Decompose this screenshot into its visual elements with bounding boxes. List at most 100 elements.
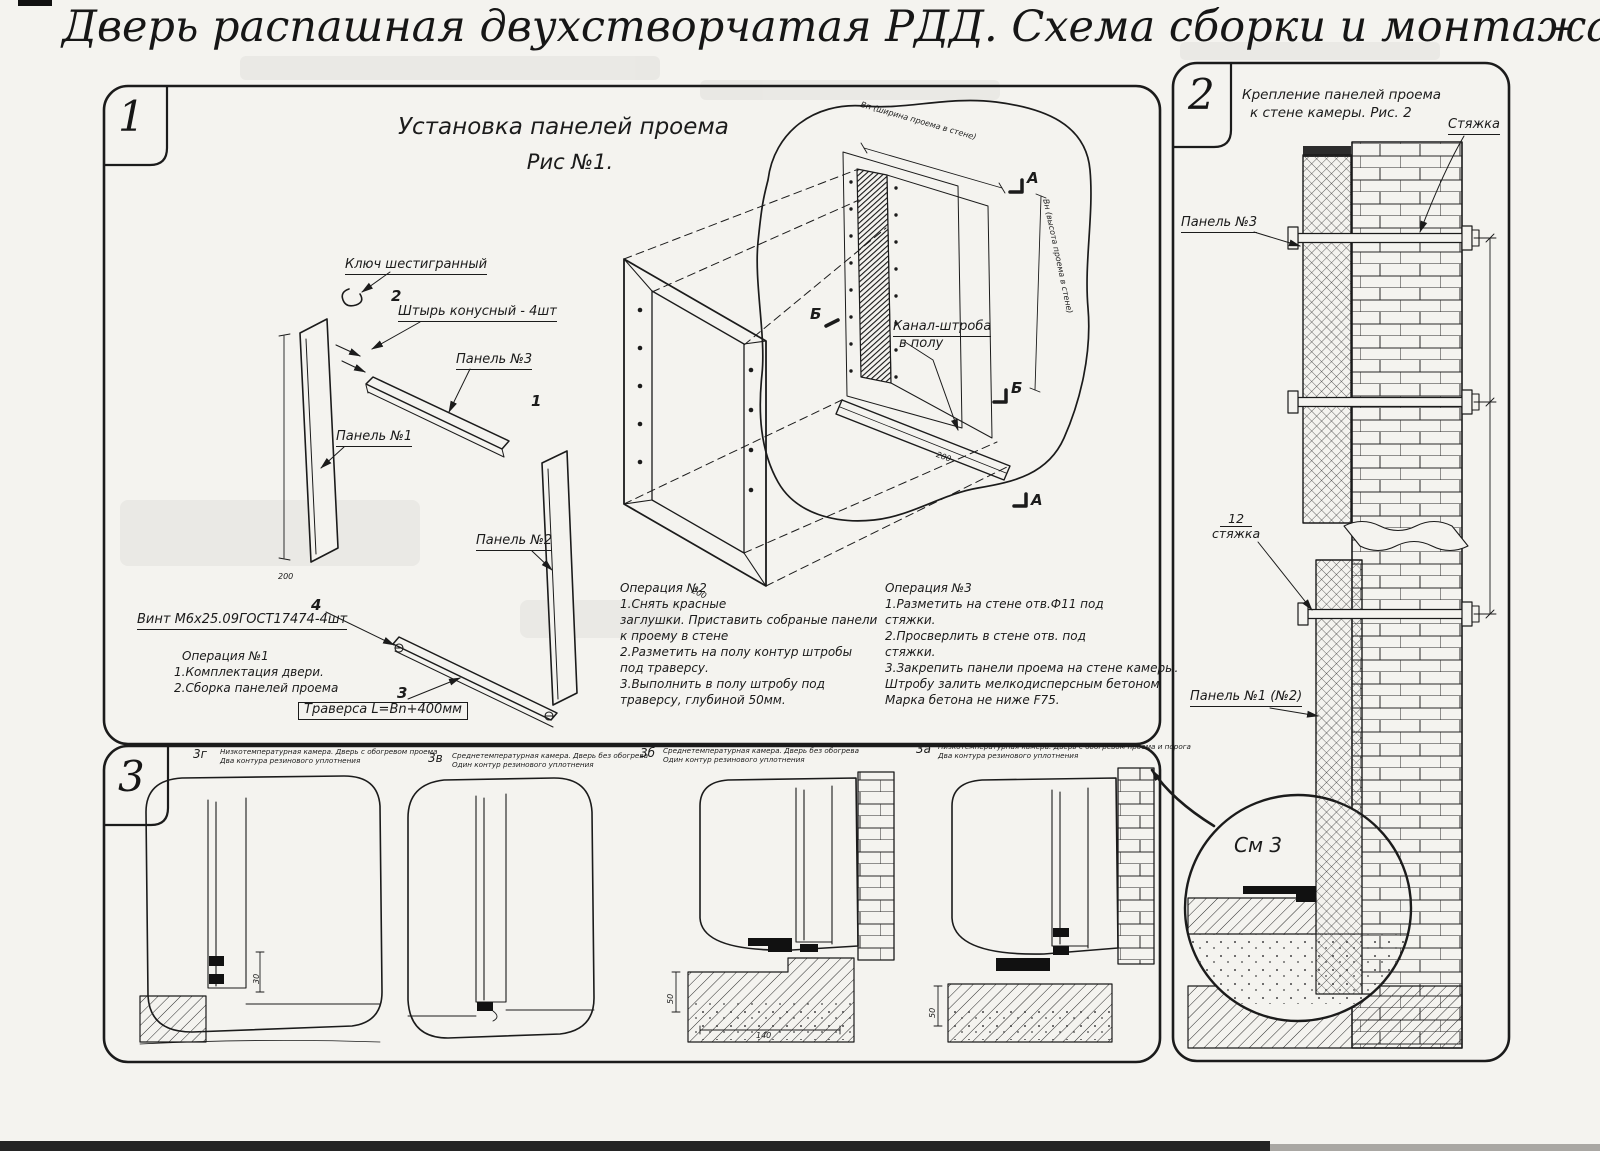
part-number-2: 2 [391, 287, 402, 305]
corner-cell-1 [103, 85, 169, 167]
operation-2-line: траверсу, глубиной 50мм. [620, 693, 786, 707]
projection-lines [623, 169, 1008, 587]
operation-2-line: 1.Снять красные [620, 597, 727, 611]
operation-3-line: 1.Разметить на стене отв.Ф11 под [885, 597, 1104, 611]
detail-id-3a: 3а [916, 742, 931, 756]
label-panel-2: Панель №2 [476, 533, 553, 551]
section-1-figure-label: Рис №1. [526, 150, 614, 174]
label-tie-top: Стяжка [1448, 117, 1500, 135]
label-pin: Штырь конусный - 4шт [398, 304, 557, 322]
wall-opening-drawing [756, 99, 1092, 522]
section-1-number: 1 [118, 92, 145, 141]
see-detail-arrow [1150, 768, 1216, 828]
corner-cell-2 [1172, 62, 1233, 149]
detail-id-3v: 3в [428, 751, 443, 765]
dim-140: 140 [756, 1031, 772, 1040]
label-panel-1: Панель №1 [336, 429, 413, 447]
panel-3-section [1302, 154, 1352, 524]
operation-2-line: 3.Выполнить в полу штробу под [620, 677, 825, 691]
wall-break [1343, 520, 1469, 552]
part-number-1: 1 [531, 392, 542, 410]
label-panel-3-section2: Панель №3 [1181, 215, 1258, 233]
operation-3-line: Марка бетона не ниже F75. [885, 693, 1060, 707]
part-number-3: 3 [397, 684, 408, 702]
assembled-frame-drawing [623, 169, 1008, 587]
operation-3-line: 3.Закрепить панели проема на стене камер… [885, 661, 1179, 675]
operation-2-block: Операция №2 1.Снять красные заглушки. Пр… [620, 580, 877, 708]
cut-mark-a-top: А [1027, 169, 1039, 187]
detail-caption: Низкотемпературная камера. Дверь с обогр… [938, 742, 1191, 760]
operation-3-line: 2.Просверлить в стене отв. под [885, 629, 1086, 643]
detail-id-3b: 3б [640, 746, 656, 760]
section-2-heading-line2: к стене камеры. Рис. 2 [1250, 105, 1412, 121]
frame-section-2 [1171, 61, 1511, 1063]
detail-id-3g: 3г [193, 747, 207, 761]
operation-3-line: стяжки. [885, 613, 936, 627]
hex-key-icon [341, 288, 363, 307]
exploded-panels-drawing [278, 271, 578, 728]
detail-3a-drawing [933, 767, 1155, 1043]
detail-caption-line2: Два контура резинового уплотнения [938, 751, 1079, 760]
label-channel-line1: Канал-штроба [893, 319, 992, 337]
detail-caption: Среднетемпературная камера. Дверь без об… [663, 746, 859, 764]
part-number-4: 4 [311, 596, 322, 614]
detail-caption-line1: Низкотемпературная камера. Дверь с обогр… [938, 742, 1191, 751]
operation-1-block: Операция №1 1.Комплектация двери. 2.Сбор… [174, 648, 338, 696]
pos-12-number: 12 [1220, 511, 1253, 528]
detail-3b-drawing [671, 771, 895, 1043]
label-panel-3: Панель №3 [456, 352, 533, 370]
operation-2-title: Операция №2 [620, 581, 707, 595]
operation-1-line: 1.Комплектация двери. [174, 665, 324, 679]
cut-mark-a-bottom: А [1031, 491, 1043, 509]
detail-caption-line1: Низкотемпературная камера. Дверь с обогр… [220, 747, 438, 756]
frame-section-1 [102, 84, 1162, 746]
detail-caption: Среднетемпературная камера. Дверь без об… [452, 751, 648, 769]
section-cut-marks [824, 178, 1028, 508]
section-3-number: 3 [118, 752, 145, 801]
detail-caption-line1: Среднетемпературная камера. Дверь без об… [452, 751, 648, 760]
detail-caption: Низкотемпературная камера. Дверь с обогр… [220, 747, 437, 765]
dim-50: 50 [666, 993, 675, 1004]
label-channel-line2: в полу [899, 336, 944, 351]
dim-30: 30 [252, 973, 261, 984]
operation-2-line: 2.Разметить на полу контур штробы [620, 645, 853, 659]
floor-channel [835, 399, 1011, 481]
operation-3-title: Операция №3 [885, 581, 972, 595]
sheet-title: Дверь распашная двухстворчатая РДД. Схем… [62, 2, 1600, 52]
dim-50: 50 [928, 1007, 937, 1018]
scan-bottom-bar [0, 1141, 1270, 1151]
label-hex-key: Ключ шестигранный [345, 257, 488, 275]
label-pos-12: 12 стяжка [1212, 511, 1260, 542]
cut-mark-b-right: Б [1011, 379, 1023, 397]
section-2-number: 2 [1188, 70, 1215, 119]
scan-edge-mark [18, 0, 52, 6]
label-see-detail-3: См 3 [1234, 833, 1283, 857]
scan-bottom-bar-light [1270, 1144, 1600, 1151]
label-panel-1-2: Панель №1 (№2) [1190, 689, 1303, 707]
operation-3-line: Штробу залить мелкодисперсным бетоном [885, 677, 1160, 691]
operation-3-block: Операция №3 1.Разметить на стене отв.Ф11… [885, 580, 1178, 708]
wall-fastening-drawing [1150, 135, 1497, 1049]
operation-3-line: стяжки. [885, 645, 936, 659]
detail-caption-line1: Среднетемпературная камера. Дверь без об… [663, 746, 859, 755]
operation-1-line: 2.Сборка панелей проема [174, 681, 339, 695]
corner-cell-3 [103, 745, 170, 827]
detail-caption-line2: Два контура резинового уплотнения [220, 756, 361, 765]
dimension-chain [1473, 233, 1497, 619]
operation-1-title: Операция №1 [182, 649, 269, 663]
detail-3v-drawing [407, 777, 595, 1039]
frame-section-3 [102, 744, 1162, 1064]
detail-caption-line2: Один контур резинового уплотнения [452, 760, 594, 769]
section-2-heading-line1: Крепление панелей проема [1242, 87, 1442, 103]
dim-200: 200 [278, 572, 294, 581]
operation-2-line: заглушки. Приставить собраные панели [620, 613, 878, 627]
section-1-heading: Установка панелей проема [398, 114, 729, 140]
label-traverse: Траверса L=Bn+400мм [298, 702, 468, 720]
detail-3g-drawing [139, 775, 383, 1045]
operation-2-line: к проему в стене [620, 629, 729, 643]
opening-channel-band [856, 168, 892, 384]
operation-2-line: под траверсу. [620, 661, 709, 675]
cut-mark-b-left: Б [810, 305, 822, 323]
